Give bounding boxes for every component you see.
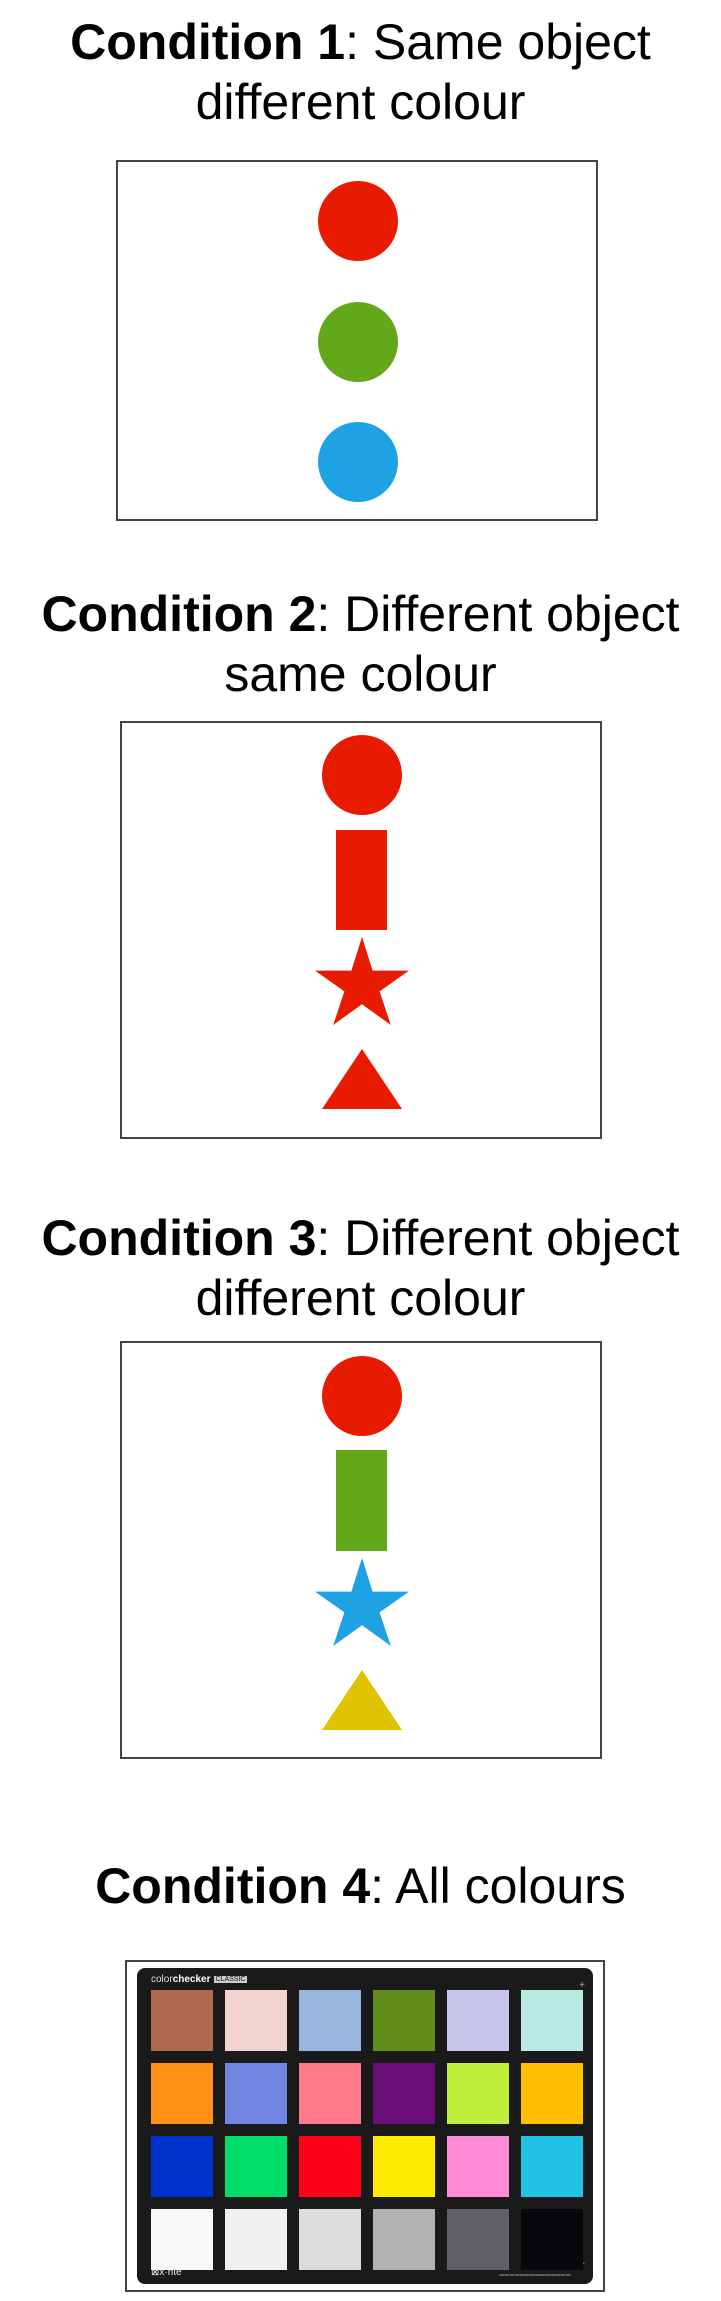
colour-swatch <box>299 2209 361 2270</box>
colour-swatch <box>225 2136 287 2197</box>
condition-1-title: Condition 1: Same object different colou… <box>0 12 721 132</box>
colour-swatch <box>447 1990 509 2051</box>
condition-label: Condition 1 <box>70 14 346 70</box>
colour-swatch <box>447 2209 509 2270</box>
brand-bold: checker <box>172 1974 211 1985</box>
blue-circle <box>318 422 398 502</box>
colour-swatch <box>521 2136 583 2197</box>
colour-swatch <box>151 2136 213 2197</box>
condition-desc-line2: same colour <box>224 646 497 702</box>
colour-swatch <box>299 2136 361 2197</box>
condition-4-title: Condition 4: All colours <box>0 1856 721 1916</box>
red-triangle <box>322 1049 402 1109</box>
condition-desc: : Different object <box>316 586 680 642</box>
fine-print: ▁▁▁▁▁▁▁▁▁▁▁▁▁▁ <box>499 2270 571 2276</box>
condition-label: Condition 4 <box>95 1858 371 1914</box>
colour-swatch <box>225 1990 287 2051</box>
colour-swatch <box>373 2209 435 2270</box>
condition-3-title: Condition 3: Different object different … <box>0 1208 721 1328</box>
condition-2-title: Condition 2: Different object same colou… <box>0 584 721 704</box>
green-circle <box>318 302 398 382</box>
colour-swatch <box>299 2063 361 2124</box>
red-rectangle <box>336 830 387 930</box>
condition-label: Condition 2 <box>41 586 317 642</box>
colour-swatch <box>373 2063 435 2124</box>
crosshair-icon: + <box>579 1980 585 1991</box>
colour-swatch <box>299 1990 361 2051</box>
colour-swatch <box>373 1990 435 2051</box>
colour-swatch <box>521 2063 583 2124</box>
yellow-triangle <box>322 1670 402 1730</box>
red-circle <box>318 181 398 261</box>
condition-desc-line2: different colour <box>195 1270 526 1326</box>
blue-star <box>315 1558 409 1646</box>
brand-prefix: color <box>151 1974 173 1985</box>
colour-swatch <box>151 1990 213 2051</box>
colour-swatch <box>373 2136 435 2197</box>
condition-3-shapes <box>315 1356 409 1730</box>
green-rectangle <box>336 1450 387 1551</box>
colour-swatch <box>447 2136 509 2197</box>
red-circle <box>322 1356 402 1436</box>
colour-swatch <box>447 2063 509 2124</box>
condition-2-shapes <box>315 735 409 1109</box>
colour-swatch <box>225 2209 287 2270</box>
colour-swatch <box>151 2063 213 2124</box>
classic-tag: CLASSIC <box>213 1975 248 1983</box>
condition-desc: : Same object <box>345 14 651 70</box>
colour-swatch <box>521 2209 583 2270</box>
condition-1-panel <box>116 160 598 521</box>
condition-3-panel <box>120 1341 602 1759</box>
colour-swatch <box>521 1990 583 2051</box>
condition-desc: : All colours <box>370 1858 626 1914</box>
condition-label: Condition 3 <box>41 1210 317 1266</box>
condition-1-shapes <box>318 181 398 502</box>
xrite-logo: ⊠x·rite <box>151 2267 182 2278</box>
condition-desc: : Different object <box>316 1210 680 1266</box>
colour-swatch <box>151 2209 213 2270</box>
condition-2-panel <box>120 721 602 1139</box>
condition-desc-line2: different colour <box>195 74 526 130</box>
colour-swatch <box>225 2063 287 2124</box>
red-star <box>315 937 409 1025</box>
red-circle <box>322 735 402 815</box>
